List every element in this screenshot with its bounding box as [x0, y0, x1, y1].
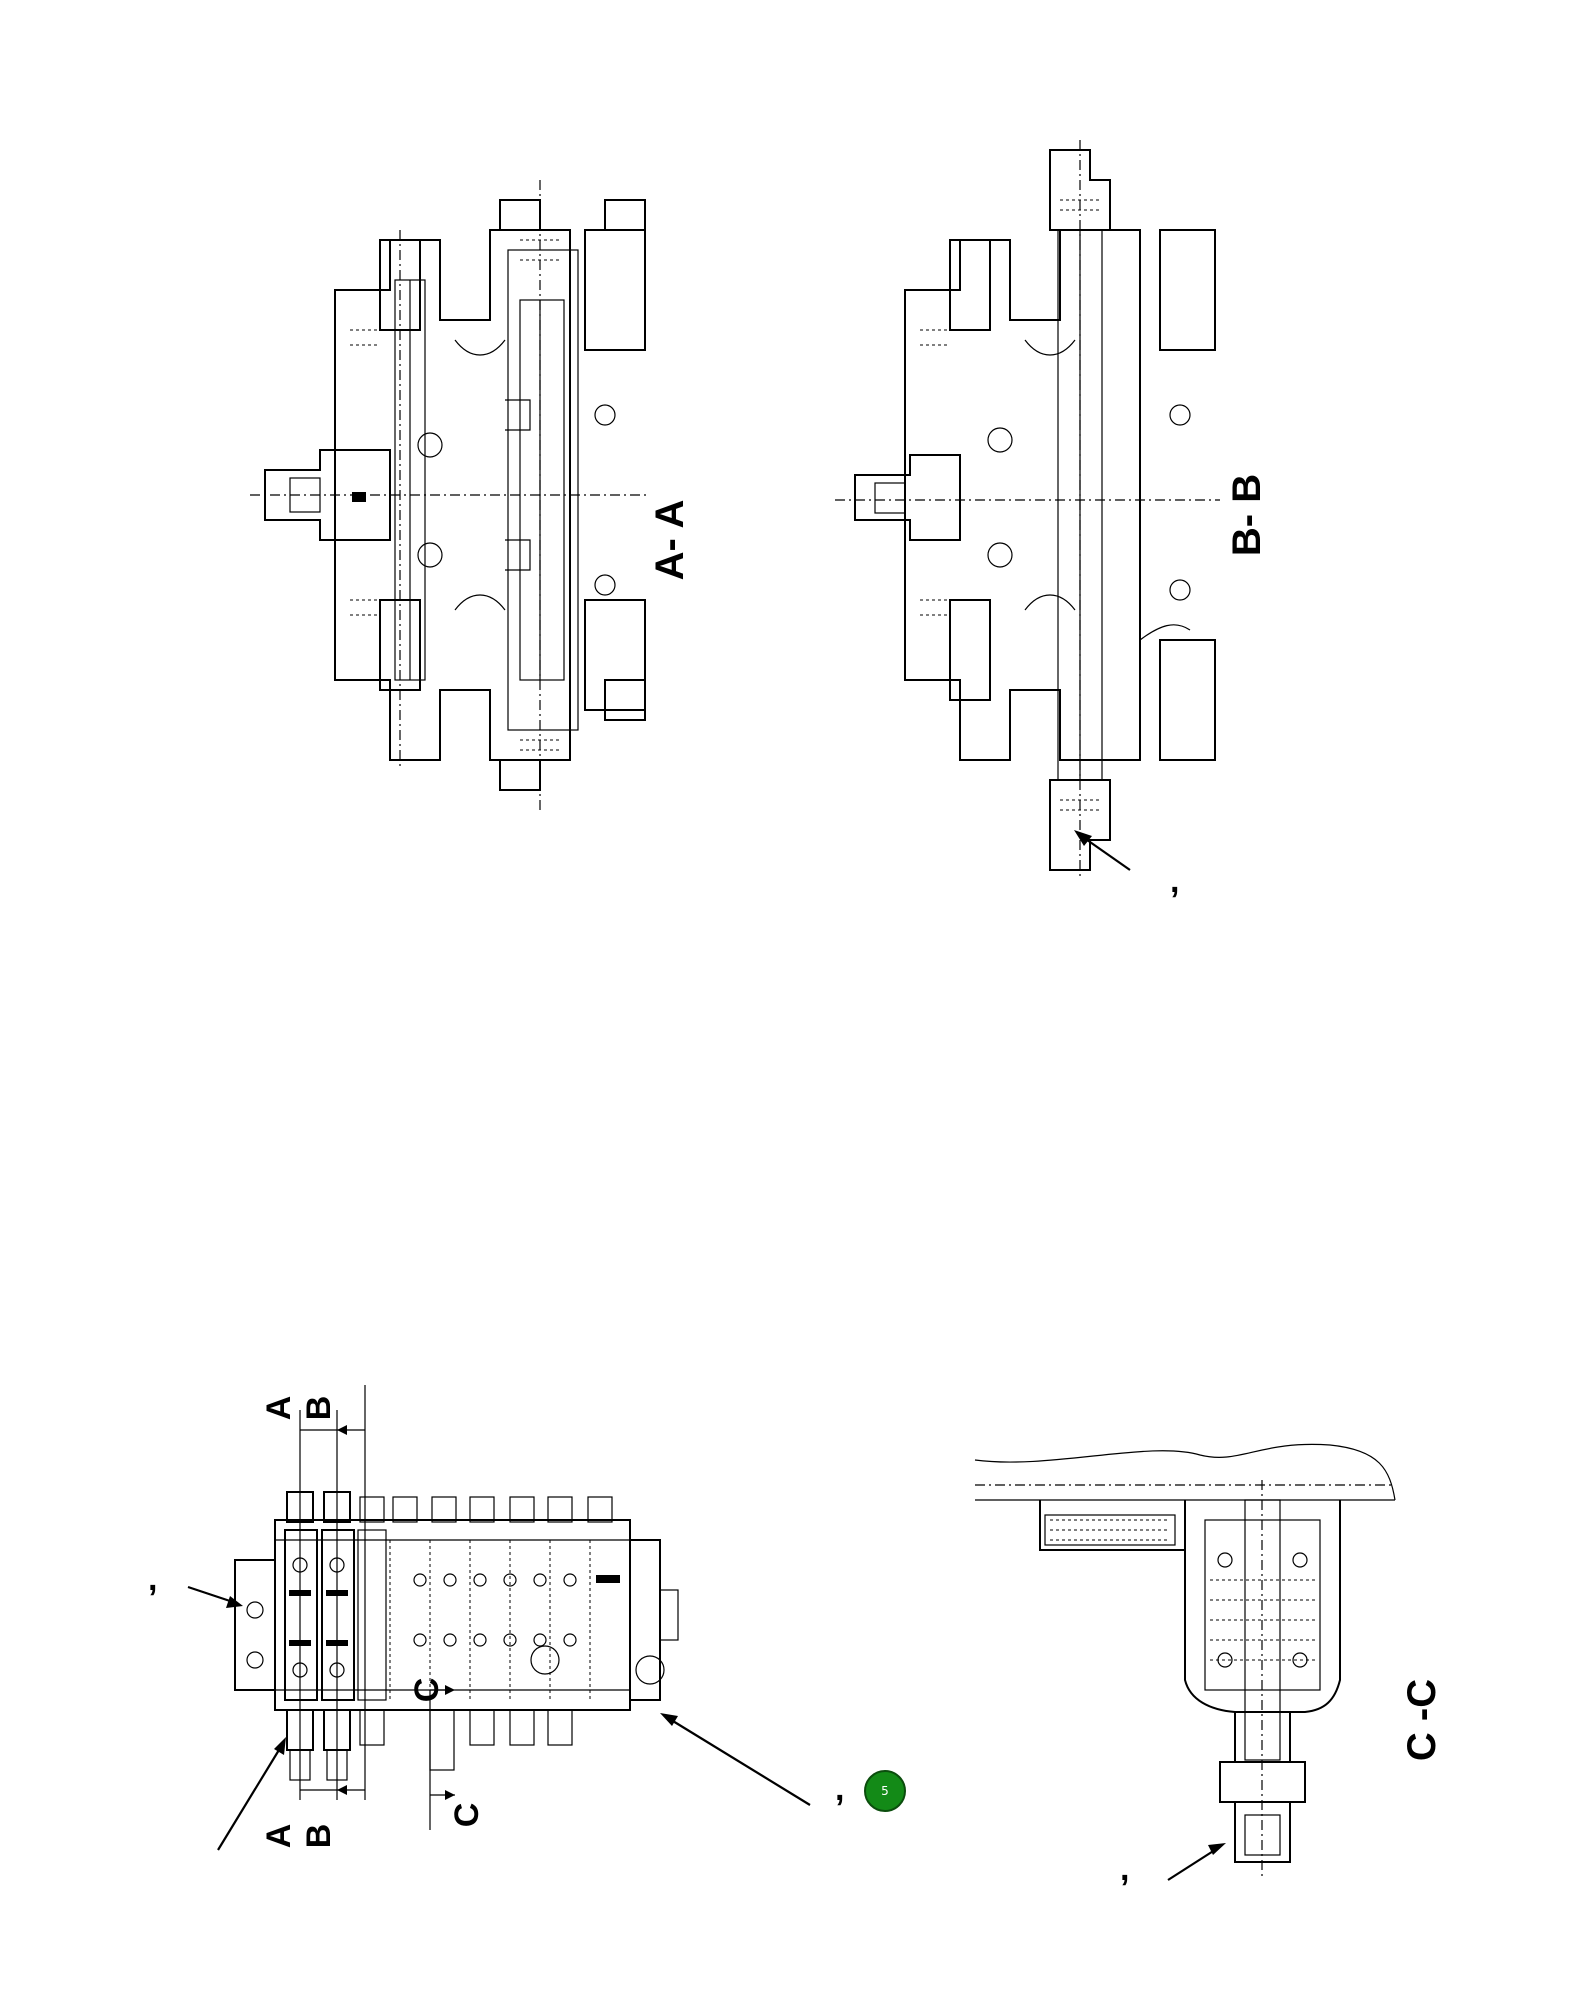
callout-arrow-b-b	[1074, 830, 1131, 871]
section-label-a-a: A- A	[648, 500, 692, 581]
step-badge: 5	[864, 1770, 906, 1812]
section-label-c-c: C -C	[1400, 1679, 1444, 1761]
main-valve-view	[234, 1385, 679, 1830]
section-label-b-b: B- B	[1225, 474, 1269, 556]
callout-comma-c-c: ,	[1120, 1850, 1129, 1888]
callout-comma-main-left: ,	[148, 1560, 157, 1598]
section-a-a	[250, 180, 650, 810]
cut-label-c-upper: C	[408, 1678, 446, 1703]
callout-arrow-main-right	[660, 1713, 811, 1806]
cut-label-b-bottom: B	[300, 1824, 338, 1849]
cut-label-a-top: A	[260, 1396, 298, 1421]
section-c-c	[974, 1443, 1396, 1880]
callout-comma-main-right: ,	[835, 1770, 844, 1808]
cut-label-c-lower: C	[448, 1803, 486, 1828]
section-b-b	[835, 140, 1220, 880]
cut-label-a-bottom: A	[260, 1824, 298, 1849]
callout-comma-b-b: ,	[1170, 862, 1179, 900]
callout-arrow-main-bottom-left	[217, 1737, 286, 1851]
callout-arrow-main-top-left	[187, 1585, 243, 1608]
callout-arrow-c-c	[1167, 1843, 1226, 1881]
step-badge-number: 5	[881, 1784, 889, 1798]
cut-label-b-top: B	[300, 1396, 338, 1421]
